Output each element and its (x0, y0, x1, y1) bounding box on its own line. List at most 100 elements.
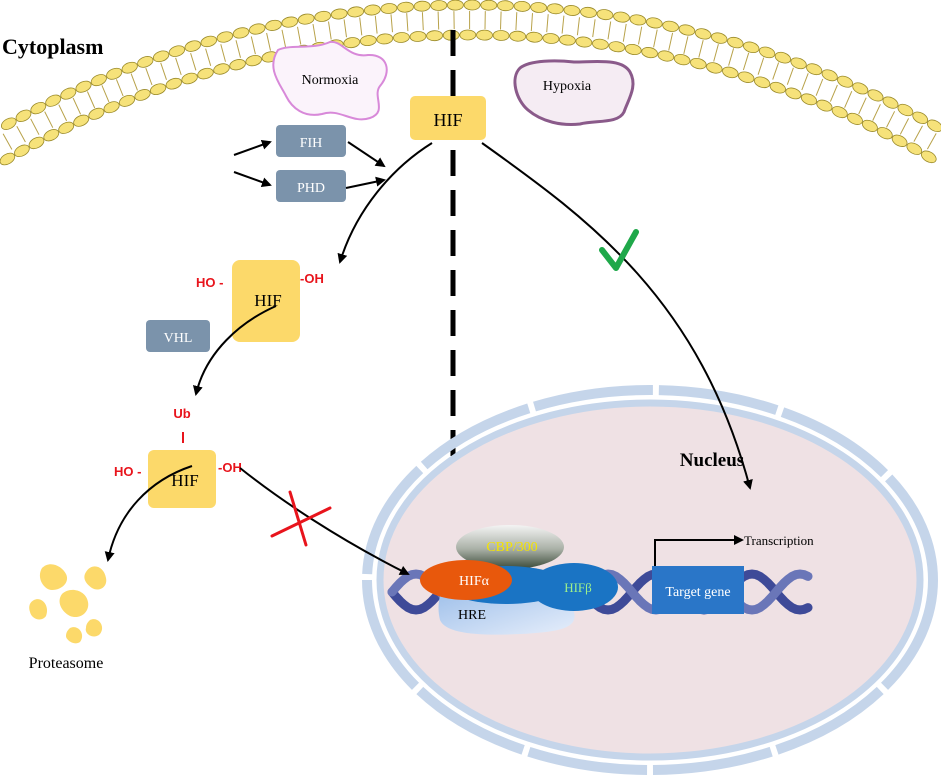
membrane-lipid-head (580, 6, 597, 18)
hif-alpha-shape (420, 560, 512, 600)
membrane-lipid-head (546, 3, 564, 15)
vhl-label: VHL (164, 331, 193, 346)
membrane-lipid-head (229, 59, 246, 71)
membrane-lipid-head (513, 0, 531, 12)
membrane-lipid-head (118, 94, 136, 107)
cross-icon (270, 490, 332, 547)
ub-label: Ub (173, 406, 190, 421)
membrane-lipid-head (492, 30, 510, 41)
membrane-lipid-head (891, 134, 908, 147)
hif-label-ubiquitinated: HIF (171, 471, 198, 490)
membrane-lipid-head (921, 150, 937, 164)
arrow-phd-to-hif (345, 176, 386, 189)
membrane-lipid-head (137, 56, 154, 68)
membrane-lipid-head (380, 3, 398, 14)
membrane-lipid-head (641, 47, 658, 59)
membrane-lipid-head (0, 117, 17, 130)
membrane-lipid-head (738, 71, 755, 83)
membrane-lipid-head (216, 31, 234, 43)
phd-box (276, 170, 346, 202)
normoxia-label: Normoxia (302, 73, 360, 88)
ho-label-hydroxylated: HO - (196, 275, 223, 290)
membrane-lipid-head (165, 77, 182, 90)
membrane-lipid-head (629, 14, 647, 26)
normoxia-shape (272, 40, 388, 121)
membrane-lipid-head (121, 61, 138, 74)
nucleus-label: Nucleus (680, 450, 744, 471)
membrane-lipid-head (88, 107, 105, 120)
membrane-lipid-head (248, 23, 266, 35)
membrane-lipid-head (509, 30, 527, 42)
membrane-lipid-head (168, 45, 186, 57)
membrane-lipid-head (690, 57, 707, 70)
membrane-lipid-head (897, 103, 914, 117)
membrane-lipid-head (413, 0, 431, 12)
membrane-lipid-head (480, 0, 498, 11)
vhl-box (146, 320, 210, 352)
target-gene-label: Target gene (665, 585, 730, 600)
membrane-lipid-head (0, 152, 16, 166)
oh-label-hydroxylated: -OH (300, 271, 324, 286)
membrane-lipid-head (906, 142, 923, 155)
membrane-lipid-head (912, 111, 929, 125)
membrane-lipid-head (245, 54, 262, 67)
arrow-hif-to-hydroxylated (337, 142, 433, 264)
membrane-lipid-head (14, 144, 30, 158)
arrow-to-proteasome (104, 465, 193, 562)
membrane-lipid-head (530, 2, 548, 13)
arrow-to-ubiquitinated (192, 305, 277, 396)
membrane-lipid-head (563, 5, 581, 16)
membrane-lipid-head (430, 0, 448, 11)
cbp300-label: CBP/300 (486, 540, 537, 555)
membrane-lipid-head (657, 50, 675, 62)
arrow-into-phd (233, 171, 272, 187)
membrane-lipid-head (393, 32, 410, 43)
arrow-blocked-to-dna (239, 467, 410, 575)
arrow-fih-to-hif (347, 141, 386, 168)
fih-label: FIH (300, 136, 323, 151)
hypoxia-label: Hypoxia (543, 79, 592, 94)
membrane-lipid-head (15, 109, 32, 122)
membrane-lipid-head (497, 0, 514, 12)
check-icon (599, 229, 639, 271)
membrane-lipid-head (727, 36, 744, 49)
cytoplasm-label: Cytoplasm (2, 34, 103, 59)
membrane-lipid-tails (2, 11, 937, 150)
ho-label-ubiquitinated: HO - (114, 464, 141, 479)
membrane-lipid-head (397, 1, 414, 13)
membrane-lipid-head (106, 67, 123, 80)
target-gene-box (652, 566, 744, 614)
membrane-lipid-head (60, 87, 77, 100)
membrane-lipid-head (265, 19, 282, 31)
membrane-lipid-head (710, 32, 728, 44)
hypoxia-shape (513, 59, 635, 126)
membrane-lipid-head (75, 80, 92, 93)
phd-label: PHD (297, 181, 325, 196)
membrane-lipid-head (363, 4, 381, 16)
membrane-lipid-head (376, 33, 394, 45)
membrane-lipid-head (30, 101, 47, 115)
membrane-lipid-head (861, 119, 878, 132)
membrane-lipid-head (28, 136, 45, 150)
membrane-lipid-head (200, 35, 218, 48)
oh-label-ubiquitinated: -OH (218, 460, 242, 475)
membrane-lipid-head (559, 34, 576, 46)
membrane-lipid-head (613, 11, 630, 23)
membrane-lipid-head (476, 29, 493, 41)
hif-beta-shape (530, 563, 618, 611)
membrane-lipid-head (281, 16, 299, 28)
membrane-lipid-head (694, 28, 712, 40)
membrane-lipid-head (722, 66, 739, 79)
membrane-lipid-head (926, 119, 941, 133)
cbp300-shape (456, 525, 564, 569)
membrane-lipid-head (575, 36, 593, 48)
transcription-label: Transcription (744, 533, 814, 548)
membrane-lipid-head (608, 41, 626, 53)
membrane-lipid-head (149, 83, 167, 96)
membrane-lipid-head (181, 72, 198, 85)
membrane-lipid-head (852, 82, 869, 95)
membrane-lipid-head (831, 106, 848, 119)
membrane-lipid-head (624, 43, 642, 56)
hif-box-top (410, 96, 486, 140)
